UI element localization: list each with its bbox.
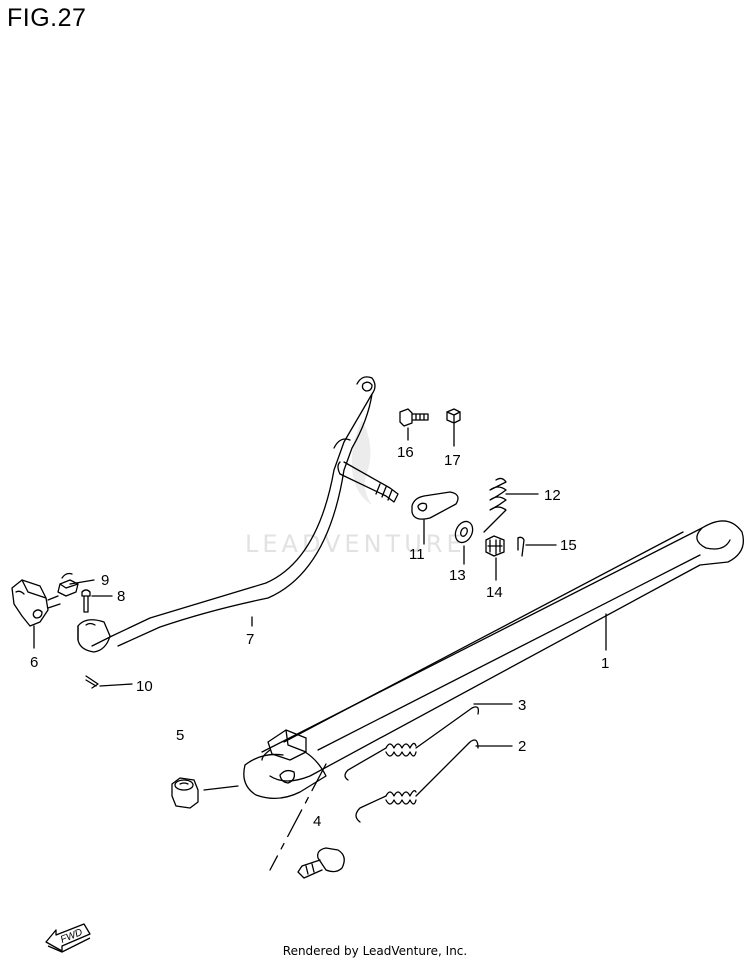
callout-12: 12 (544, 487, 561, 504)
figure-title: FIG.27 (7, 4, 87, 32)
callout-11: 11 (409, 546, 425, 563)
leader-lines (33, 423, 607, 791)
stand-spring-inner (355, 739, 479, 823)
adjuster-nut (57, 572, 79, 597)
watermark: LEADVENTURE (245, 420, 466, 558)
callout-1: 1 (601, 655, 609, 672)
callout-6: 6 (30, 654, 38, 671)
callout-7: 7 (246, 631, 254, 648)
callout-15: 15 (560, 537, 577, 554)
callout-numbers: 1 2 3 4 5 6 7 8 9 10 11 12 13 14 15 16 1… (30, 444, 609, 830)
callout-9: 9 (101, 572, 109, 589)
bolt (399, 408, 429, 427)
bolt-axis-guide (269, 763, 327, 871)
stand-spring-outer (344, 706, 480, 781)
collar (171, 777, 199, 809)
callout-3: 3 (518, 697, 526, 714)
callout-8: 8 (117, 588, 125, 605)
brake-pedal (77, 376, 376, 653)
callout-16: 16 (397, 444, 414, 461)
pedal-cotter-pin (85, 675, 99, 689)
callout-5: 5 (176, 727, 184, 744)
watermark-text: LEADVENTURE (245, 530, 466, 558)
spring (483, 477, 507, 533)
plate (411, 491, 459, 520)
pedal-shaft (337, 461, 399, 503)
footer-credit: Rendered by LeadVenture, Inc. (282, 944, 468, 958)
castle-nut (485, 535, 505, 557)
nut (446, 408, 461, 424)
clevis-pin (81, 589, 91, 613)
clevis (11, 579, 61, 627)
callout-13: 13 (449, 567, 466, 584)
callout-4: 4 (313, 813, 321, 830)
stand-bolt (297, 847, 345, 879)
callout-14: 14 (486, 584, 503, 601)
callout-10: 10 (136, 678, 153, 695)
washer (454, 520, 474, 544)
cotter-pin (517, 536, 525, 557)
callout-2: 2 (518, 738, 526, 755)
side-stand (243, 520, 745, 799)
callout-17: 17 (444, 452, 461, 469)
